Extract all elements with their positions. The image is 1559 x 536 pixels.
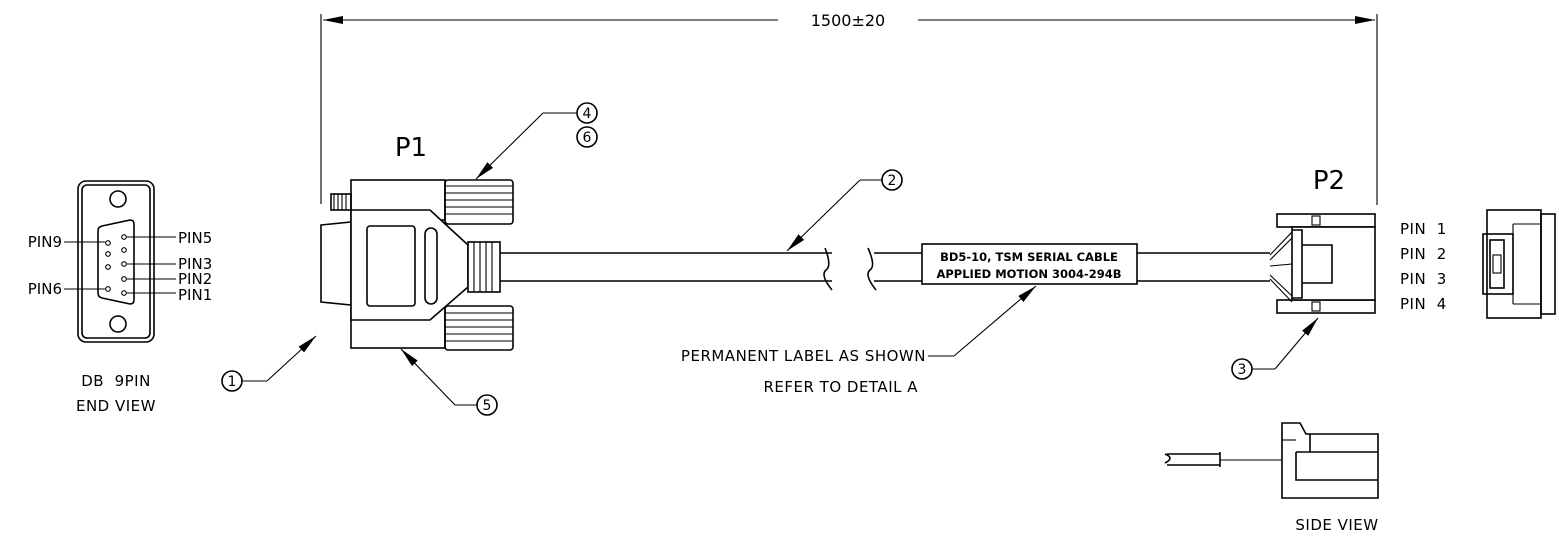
balloon-1: 1: [221, 370, 243, 392]
pin-label-3: PIN3: [178, 255, 212, 273]
thumbscrew-bottom: [350, 305, 514, 351]
p2-pin-4: PIN 4: [1400, 295, 1447, 313]
pin-label-5: PIN5: [178, 229, 212, 247]
svg-text:6: 6: [583, 130, 592, 146]
balloon-3: 3: [1231, 358, 1253, 380]
end-view-caption-line2: END VIEW: [76, 397, 156, 415]
p2-pin-1: PIN 1: [1400, 220, 1447, 238]
side-view: SIDE VIEW: [1164, 422, 1379, 534]
balloon-2: 2: [881, 169, 903, 191]
side-view-caption: SIDE VIEW: [1295, 516, 1378, 534]
end-view-caption-line1: DB 9PIN: [81, 372, 151, 390]
p2-label: P2: [1313, 166, 1345, 196]
thumbscrew-top: [350, 179, 514, 225]
p1-strain-relief: [467, 241, 501, 293]
note-line1: PERMANENT LABEL AS SHOWN: [681, 347, 926, 365]
balloon-5: 5: [476, 394, 498, 416]
svg-text:3: 3: [1238, 362, 1247, 378]
overall-dimension: 1500±20: [320, 11, 1378, 205]
cable-label-line2: APPLIED MOTION 3004-294B: [936, 267, 1121, 281]
jack-screw-top: [330, 193, 352, 211]
p2-pin-3: PIN 3: [1400, 270, 1447, 288]
note-line2: REFER TO DETAIL A: [763, 378, 918, 396]
cable: [500, 231, 1293, 303]
svg-text:1: 1: [228, 374, 237, 390]
p1-label: P1: [395, 133, 427, 163]
pin-label-9: PIN9: [28, 233, 62, 251]
db9-end-view: PIN9 PIN6 PIN5 PIN3 PIN2 PIN1 DB 9PIN EN…: [28, 180, 212, 415]
pin-label-1: PIN1: [178, 286, 212, 304]
callouts: 1 4 6 5 2 3: [221, 102, 1319, 416]
svg-text:2: 2: [888, 173, 897, 189]
svg-text:4: 4: [583, 106, 592, 122]
p1-shell: [320, 221, 352, 306]
dimension-label: 1500±20: [811, 11, 885, 30]
p2-connector: P2: [1276, 166, 1376, 314]
cable-label: BD5-10, TSM SERIAL CABLE APPLIED MOTION …: [921, 243, 1138, 285]
p2-end-view: [1482, 209, 1556, 319]
pin-label-6: PIN6: [28, 280, 62, 298]
p2-pin-2: PIN 2: [1400, 245, 1447, 263]
balloon-4: 4: [576, 102, 598, 124]
pin-label-2: PIN2: [178, 270, 212, 288]
p1-connector: P1: [320, 133, 514, 351]
p2-pin-labels: PIN 1 PIN 2 PIN 3 PIN 4: [1400, 220, 1447, 313]
cable-label-line1: BD5-10, TSM SERIAL CABLE: [940, 250, 1118, 264]
balloon-6: 6: [576, 126, 598, 148]
svg-text:5: 5: [483, 398, 492, 414]
